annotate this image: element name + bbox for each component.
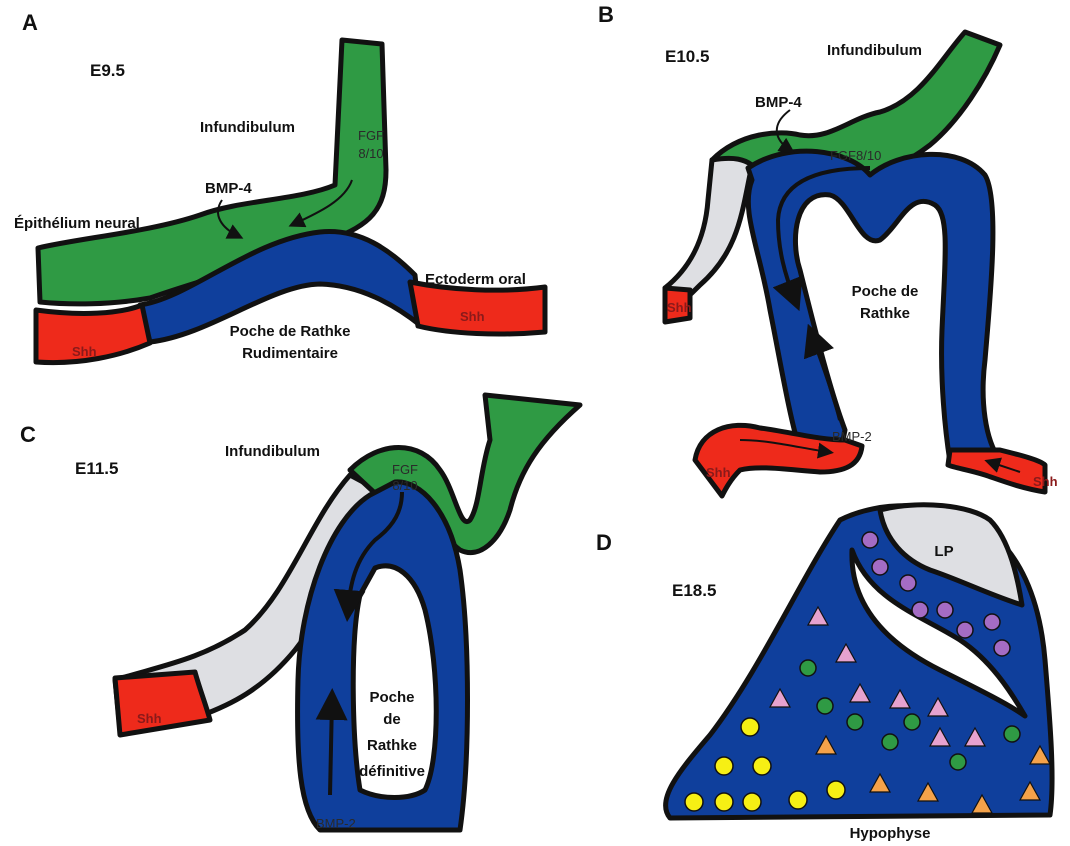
panel-a-infundibulum: Infundibulum	[200, 119, 295, 136]
panel-c-pouch-line2: de	[383, 711, 401, 728]
panel-c-letter: C	[20, 422, 36, 447]
panel-c-shh: Shh	[137, 711, 162, 726]
cell-purple	[912, 602, 928, 618]
panel-a-fgf-bottom: 8/10	[358, 146, 383, 161]
panel-a-bmp4: BMP-4	[205, 180, 252, 197]
bmp2-flow-arrow-c	[330, 700, 332, 795]
cell-purple	[994, 640, 1010, 656]
cell-green	[882, 734, 898, 750]
panel-a-shh-left: Shh	[72, 344, 97, 359]
panel-a-neural-epithelium: Épithélium neural	[14, 215, 140, 232]
cell-green	[1004, 726, 1020, 742]
panel-b-stage: E10.5	[665, 47, 709, 66]
panel-c-stage: E11.5	[75, 459, 119, 478]
panel-c-bmp2: BMP-2	[316, 816, 356, 831]
panel-c: C E11.5 Infundibulum FGF 8/10 Shh BMP-2 …	[20, 395, 580, 831]
panel-c-infundibulum: Infundibulum	[225, 443, 320, 460]
cell-yellow	[743, 793, 761, 811]
panel-b-infundibulum: Infundibulum	[827, 42, 922, 59]
cell-purple	[872, 559, 888, 575]
panel-d-lp-label: LP	[934, 543, 953, 560]
panel-a-stage: E9.5	[90, 61, 125, 80]
cell-yellow	[685, 793, 703, 811]
panel-c-pouch-line3: Rathke	[367, 737, 417, 754]
cell-green	[847, 714, 863, 730]
cell-green	[904, 714, 920, 730]
panel-a-shh-right: Shh	[460, 309, 485, 324]
panel-c-pouch-line1: Poche	[369, 689, 414, 706]
panel-b-pouch-line1: Poche de	[852, 283, 919, 300]
cell-purple	[900, 575, 916, 591]
shh-band-right	[410, 282, 545, 334]
cell-yellow	[789, 791, 807, 809]
cell-purple	[984, 614, 1000, 630]
panel-b-letter: B	[598, 2, 614, 27]
shh-band-b-right	[948, 450, 1045, 492]
cell-yellow	[741, 718, 759, 736]
panel-c-fgf-top: FGF	[392, 462, 418, 477]
panel-b-bmp4: BMP-4	[755, 94, 802, 111]
panel-c-pouch-line4: définitive	[359, 763, 425, 780]
panel-b: B E10.5 Infundibulum BMP-4 FGF8/10 BMP-2…	[598, 2, 1058, 496]
cell-purple	[957, 622, 973, 638]
cell-green	[800, 660, 816, 676]
cell-yellow	[715, 757, 733, 775]
panel-a: A E9.5 Infundibulum Épithélium neural BM…	[14, 10, 545, 363]
panel-b-shh-left: Shh	[667, 300, 692, 315]
panel-b-shh-right: Shh	[1033, 474, 1058, 489]
cell-purple	[862, 532, 878, 548]
panel-a-letter: A	[22, 10, 38, 35]
panel-a-ectoderm-oral: Ectoderm oral	[425, 271, 526, 288]
shh-band-c	[115, 672, 210, 735]
panel-b-fgf: FGF8/10	[830, 148, 881, 163]
panel-d: D E18.5 LP Hypophyse	[596, 505, 1052, 842]
panel-a-pouch-line1: Poche de Rathke	[230, 323, 351, 340]
cell-yellow	[715, 793, 733, 811]
panel-d-letter: D	[596, 530, 612, 555]
panel-d-hypophyse: Hypophyse	[850, 825, 931, 842]
panel-b-bmp2: BMP-2	[832, 429, 872, 444]
panel-a-fgf-top: FGF	[358, 128, 384, 143]
panel-b-shh-bottom: Shh	[706, 465, 731, 480]
cell-green	[950, 754, 966, 770]
cell-green	[817, 698, 833, 714]
cell-yellow	[827, 781, 845, 799]
panel-c-fgf-bottom: 8/10	[392, 478, 417, 493]
cell-purple	[937, 602, 953, 618]
panel-b-pouch-line2: Rathke	[860, 305, 910, 322]
cell-yellow	[753, 757, 771, 775]
panel-d-stage: E18.5	[672, 581, 716, 600]
panel-a-pouch-line2: Rudimentaire	[242, 345, 338, 362]
